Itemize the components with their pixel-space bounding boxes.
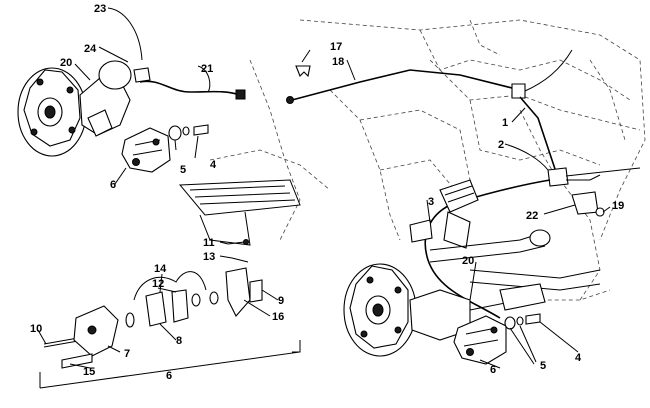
pin-10 (43, 337, 79, 345)
bracket-22 (571, 191, 599, 215)
callout-21: 21 (201, 63, 213, 75)
pad-8 (145, 291, 167, 327)
caliper-half-16 (225, 267, 251, 317)
callout-4-lower: 4 (575, 352, 582, 364)
ring-b (191, 293, 201, 307)
atv-frame-outline (209, 19, 646, 301)
callout-3: 3 (428, 196, 434, 208)
callout-labels: 23 24 20 21 17 18 1 2 5 4 6 3 22 19 11 1… (30, 3, 624, 382)
ring-a (125, 312, 135, 328)
callout-12: 12 (152, 278, 164, 290)
caliper-washers-upper (168, 124, 209, 141)
callout-4-upper: 4 (210, 159, 217, 171)
front-left-knuckle (79, 60, 132, 137)
caliper-exploded-bracket (39, 340, 301, 389)
line-junction-upper (511, 83, 526, 99)
leader-lines (37, 7, 611, 369)
callout-8: 8 (176, 335, 182, 347)
callout-18: 18 (332, 56, 344, 68)
front-left-caliper (121, 127, 171, 173)
callout-16: 16 (272, 311, 284, 323)
front-right-hub (343, 263, 417, 357)
part-3-block (409, 219, 433, 243)
callout-22: 22 (526, 210, 538, 222)
clip-17 (295, 65, 311, 78)
front-right-caliper (453, 315, 507, 365)
screw-13 (231, 257, 249, 263)
callout-7: 7 (124, 348, 130, 360)
right-a-arm (429, 229, 601, 291)
callout-20-lower: 20 (462, 255, 474, 267)
callout-15: 15 (83, 366, 95, 378)
shim-9 (249, 279, 263, 303)
brake-line-1 (519, 96, 557, 173)
bolt-19 (595, 207, 605, 217)
brake-line-18 (291, 69, 521, 101)
lower-bracket (499, 283, 546, 311)
brake-hose-upper (139, 80, 241, 96)
callout-20-upper: 20 (60, 57, 72, 69)
tee-fitting (547, 167, 569, 187)
callout-6-lower: 6 (490, 364, 496, 376)
ring-c (209, 291, 219, 305)
callout-17: 17 (330, 41, 342, 53)
callout-14: 14 (154, 263, 167, 275)
screw-11 (227, 241, 245, 245)
footrest-plate (178, 179, 301, 246)
callout-6-exploded: 6 (166, 370, 172, 382)
callout-6-upper: 6 (110, 179, 116, 191)
master-cylinder (439, 179, 479, 249)
front-left-hub (17, 67, 87, 157)
pad-12 (171, 289, 189, 323)
callout-11: 11 (203, 237, 215, 249)
callout-10: 10 (30, 323, 42, 335)
caliper-washers-lower (504, 313, 541, 330)
callout-5-lower: 5 (540, 360, 546, 372)
callout-5-upper: 5 (180, 164, 186, 176)
callout-23: 23 (94, 3, 106, 15)
callout-19: 19 (612, 200, 624, 212)
callout-9: 9 (278, 295, 284, 307)
hose-fitting-upper (235, 89, 246, 100)
hose-bracket (133, 67, 151, 83)
callout-1: 1 (502, 117, 508, 129)
callout-13: 13 (203, 251, 215, 263)
bolt-15 (61, 353, 93, 369)
callout-24: 24 (84, 43, 97, 55)
callout-2: 2 (498, 139, 504, 151)
spring-14 (133, 271, 207, 301)
